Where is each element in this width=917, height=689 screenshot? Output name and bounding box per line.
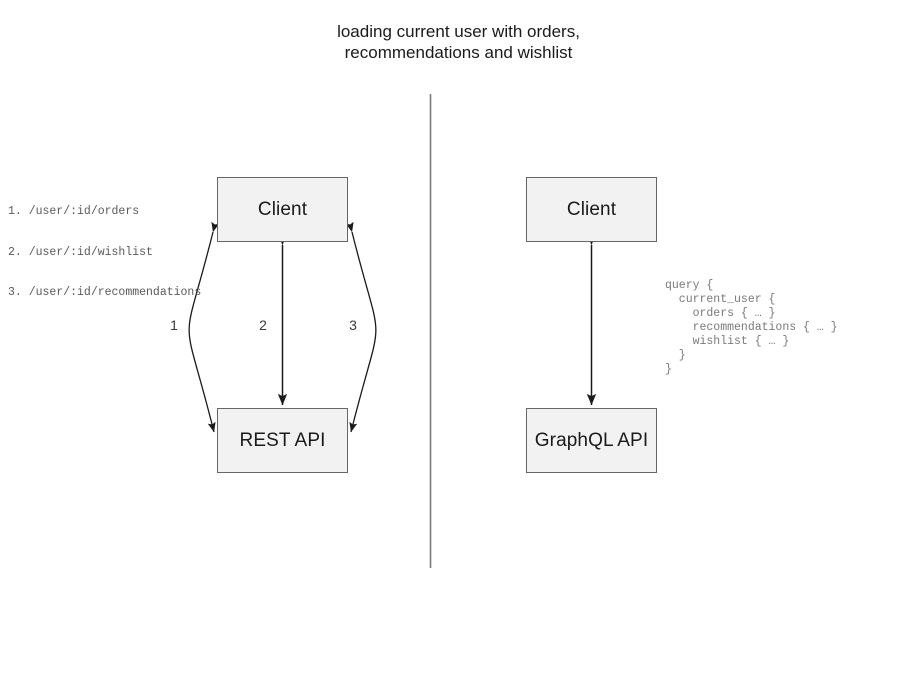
edge-label-1: 1 (170, 317, 178, 333)
node-label: REST API (239, 429, 326, 451)
list-item: 1. /user/:id/orders (8, 205, 140, 218)
node-graphql-api[interactable]: GraphQL API (526, 408, 657, 473)
list-item: 3. /user/:id/recommendations (8, 286, 202, 299)
node-client-graphql[interactable]: Client (526, 177, 657, 242)
node-client-rest[interactable]: Client (217, 177, 348, 242)
list-item: 2. /user/:id/wishlist (8, 245, 153, 259)
graphql-query-code: query { current_user { orders { … } reco… (665, 279, 838, 376)
edge-3-curve (345, 221, 377, 433)
node-label: GraphQL API (534, 429, 649, 451)
edge-1-curve (188, 221, 220, 433)
node-label: Client (566, 198, 617, 220)
node-rest-api[interactable]: REST API (217, 408, 348, 473)
rest-endpoint-list: 1. /user/:id/orders 2. /user/:id/wishlis… (8, 178, 201, 313)
page-title: loading current user with orders, recomm… (337, 22, 580, 62)
edge-label-2: 2 (259, 317, 267, 333)
edge-label-3: 3 (349, 317, 357, 333)
node-label: Client (257, 198, 308, 220)
